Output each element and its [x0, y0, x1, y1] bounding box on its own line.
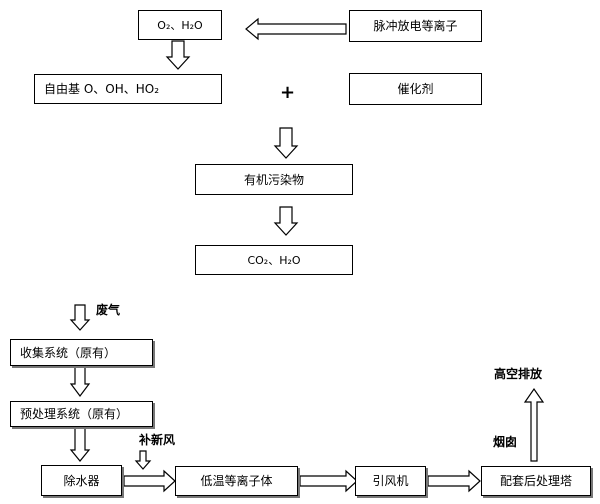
pulse-discharge-text: 脉冲放电等离子: [373, 19, 458, 33]
arrow-discharge-to-o2: [245, 17, 347, 41]
arrow-pretreatment-to-dewater: [69, 425, 91, 462]
plasma-text: 低温等离子体: [200, 474, 273, 488]
arrow-flue-up: [523, 387, 545, 462]
arrow-fan-to-post: [427, 469, 481, 493]
arrow-to-pollutants: [273, 127, 299, 159]
arrow-collection-to-pretreatment: [69, 365, 91, 397]
high-altitude-discharge-label: 高空排放: [494, 367, 543, 381]
organic-pollutants-box: 有机污染物: [195, 164, 353, 195]
arrow-pollutants-to-co2: [273, 206, 299, 236]
collection-system-text: 收集系统（原有）: [20, 345, 117, 360]
co2-h2o-box: CO₂、H₂O: [195, 245, 353, 275]
catalyst-text: 催化剂: [397, 82, 434, 96]
arrow-o2-to-radicals: [165, 40, 191, 70]
induced-fan-text: 引风机: [372, 474, 409, 488]
dewater-text: 除水器: [63, 473, 100, 488]
induced-fan-box: 引风机: [355, 466, 426, 496]
arrow-fresh-air-down: [134, 450, 152, 470]
arrow-waste-gas-in: [69, 304, 91, 331]
organic-pollutants-text: 有机污染物: [243, 172, 304, 187]
plus-sign: +: [280, 82, 296, 103]
pretreatment-system-box: 预处理系统（原有）: [10, 401, 153, 427]
pretreatment-system-text: 预处理系统（原有）: [20, 407, 129, 421]
catalyst-box: 催化剂: [349, 73, 482, 105]
arrow-plasma-to-fan: [299, 469, 358, 493]
post-treatment-tower-box: 配套后处理塔: [481, 466, 591, 496]
co2-h2o-text: CO₂、H₂O: [247, 253, 301, 267]
post-treatment-tower-text: 配套后处理塔: [499, 474, 572, 488]
radicals-text: 自由基 O、OH、HO₂: [44, 82, 160, 96]
arrow-dewater-to-plasma: [123, 469, 176, 493]
waste-gas-label: 废气: [96, 303, 121, 317]
o2-h2o-text: O₂、H₂O: [157, 18, 203, 32]
o2-h2o-box: O₂、H₂O: [138, 10, 222, 40]
fresh-air-label: 补新风: [139, 433, 176, 447]
pulse-discharge-box: 脉冲放电等离子: [349, 10, 482, 42]
dewater-box: 除水器: [41, 465, 122, 496]
plasma-box: 低温等离子体: [175, 466, 298, 496]
radicals-box: 自由基 O、OH、HO₂: [34, 74, 222, 104]
flue-label: 烟囱: [493, 435, 518, 449]
collection-system-box: 收集系统（原有）: [10, 339, 153, 366]
